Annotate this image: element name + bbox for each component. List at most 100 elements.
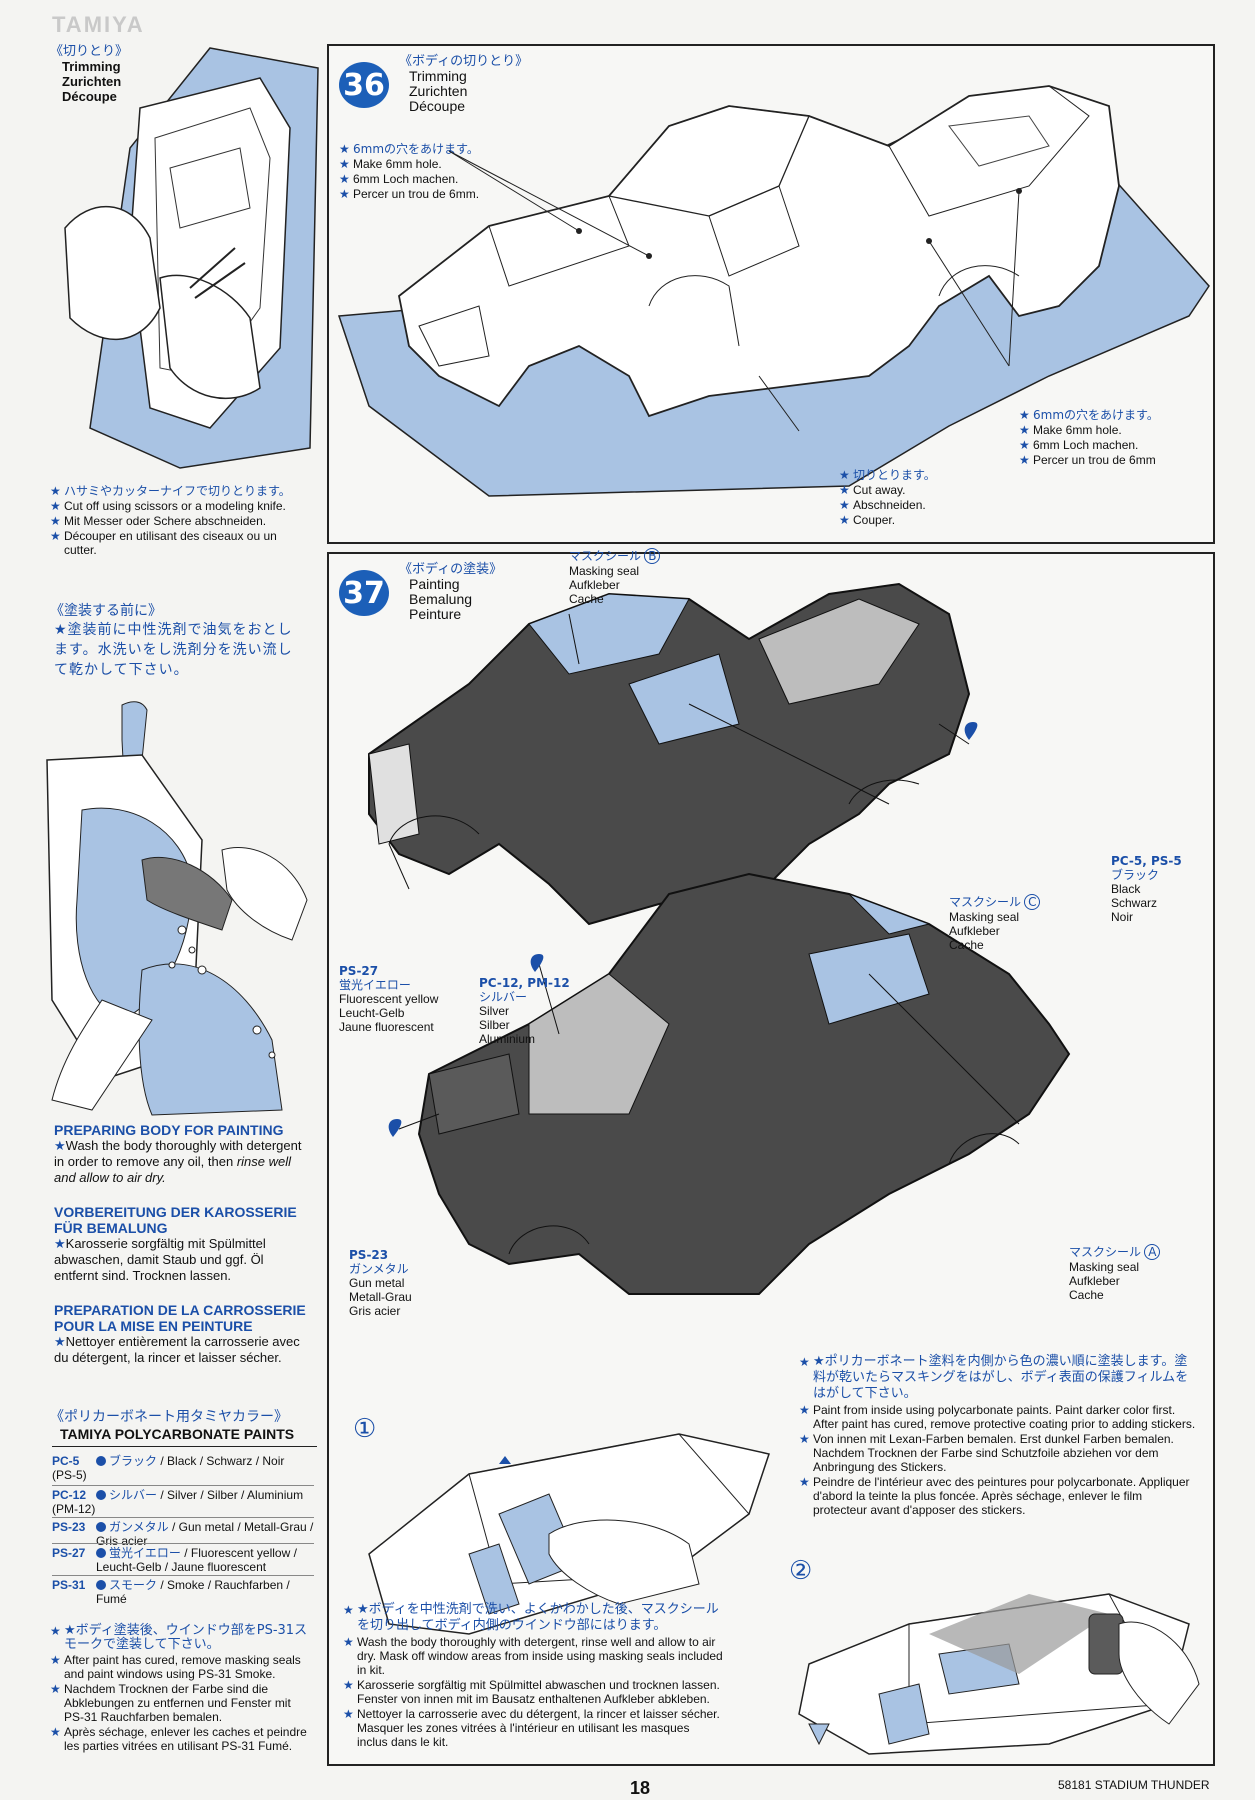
hole1-en: Make 6mm hole. — [339, 157, 569, 171]
mask-a-fr: Cache — [1069, 1288, 1104, 1302]
cut-de: Abschneiden. — [839, 498, 979, 512]
paint-code: PC-12 — [52, 1488, 87, 1502]
trim-note-en: Cut off using scissors or a modeling kni… — [50, 499, 310, 513]
mask-b-letter: B — [644, 548, 661, 564]
mask-c-en: Masking seal — [949, 910, 1020, 924]
paint-row-divider — [52, 1517, 314, 1518]
ps27-jp: 蛍光イエロー — [339, 978, 411, 992]
mask-c-fr: Cache — [949, 938, 984, 952]
window-notes: ★ボディ塗装後、ウインドウ部をPS-31スモークで塗装して下さい。 After … — [50, 1624, 312, 1754]
cut-jp: 切りとります。 — [839, 468, 979, 482]
pc12-jp: シルバー — [479, 990, 528, 1004]
paint-row: PS-31 スモーク / Smoke / Rauchfarben / Fumé — [52, 1578, 314, 1606]
wash-note-jp: ★ボディを中性洗剤で洗い、よくかわかした後、マスクシールを切り出してボディ内側の… — [343, 1602, 723, 1634]
prep-en-italic: rinse well and allow to air dry. — [54, 1154, 292, 1185]
ps23-code: PS-23 — [349, 1248, 389, 1262]
step37-panel: 37 《ボディの塗装》 Painting Bemalung Peinture — [327, 548, 1215, 1766]
paints-en-title: TAMIYA POLYCARBONATE PAINTS — [60, 1426, 295, 1442]
paint-code: PS-31 — [52, 1578, 86, 1592]
paint-name: / Fluorescent yellow / Leucht-Gelb / Jau… — [96, 1546, 297, 1574]
window-note-jp: ★ボディ塗装後、ウインドウ部をPS-31スモークで塗装して下さい。 — [50, 1624, 312, 1652]
mask-b-de: Aufkleber — [569, 578, 620, 592]
step36-jp: 《ボディの切りとり》 — [399, 54, 529, 69]
before-paint-text: ★塗装前に中性洗剤で油気をおとします。水洗いをし洗剤分を洗い流して乾かして下さい… — [54, 622, 293, 678]
step37-fr: Peinture — [409, 606, 462, 622]
wash-note-en: Wash the body thoroughly with detergent,… — [343, 1635, 723, 1677]
hole1-de: 6mm Loch machen. — [339, 172, 569, 186]
paint-dot-icon — [96, 1490, 106, 1500]
mask-c-label: マスクシール C Masking seal Aufkleber Cache — [949, 894, 1041, 952]
prep-de-text: Karosserie sorgfältig mit Spülmittel abw… — [54, 1236, 266, 1283]
paints-jp-title: 《ポリカーボネート用タミヤカラー》 — [50, 1409, 288, 1425]
ps23-label: PS-23 ガンメタル Gun metal Metall-Grau Gris a… — [349, 1248, 412, 1318]
paint-name-jp: スモーク — [109, 1578, 158, 1592]
cut-fr: Couper. — [839, 513, 979, 527]
ps27-fr: Jaune fluorescent — [339, 1020, 434, 1034]
paint-dot-icon — [96, 1456, 106, 1466]
trimming-de: Zurichten — [62, 74, 122, 89]
ps27-en: Fluorescent yellow — [339, 992, 439, 1006]
mask-b-jp: マスクシール — [569, 549, 642, 563]
paint-name-jp: ブラック — [109, 1454, 158, 1468]
step36-en: Trimming — [409, 68, 467, 84]
prep-de-title: VORBEREITUNG DER KAROSSERIE FÜR BEMALUNG — [54, 1204, 297, 1236]
paint-name: / Black / Schwarz / Noir — [157, 1454, 285, 1468]
prep-fr: PREPARATION DE LA CARROSSERIE POUR LA MI… — [54, 1302, 310, 1366]
trim-notes: ハサミやカッターナイフで切りとります。 Cut off using scisso… — [50, 484, 310, 558]
prep-en-text: Wash the body thoroughly with detergent … — [54, 1138, 302, 1169]
pc5-label: PC-5, PS-5 ブラック Black Schwarz Noir — [1111, 854, 1182, 924]
paint-name-jp: 蛍光イエロー — [109, 1546, 181, 1560]
step36-fr: Découpe — [409, 98, 466, 114]
step36-de: Zurichten — [409, 83, 468, 99]
mask-c-de: Aufkleber — [949, 924, 1000, 938]
wash-note-de: Karosserie sorgfältig mit Spülmittel abw… — [343, 1678, 723, 1706]
ps23-fr: Gris acier — [349, 1304, 401, 1318]
paint-code: PS-23 — [52, 1520, 86, 1534]
paint-name-jp: シルバー — [109, 1488, 158, 1502]
paint-dot-icon — [96, 1548, 106, 1558]
mask-a-jp: マスクシール — [1069, 1245, 1142, 1259]
paint-dot-icon — [96, 1522, 106, 1532]
paint-row-divider — [52, 1485, 314, 1486]
paints-divider — [52, 1446, 317, 1447]
pc12-de: Silber — [479, 1018, 510, 1032]
wash-notes: ★ボディを中性洗剤で洗い、よくかわかした後、マスクシールを切り出してボディ内側の… — [343, 1602, 723, 1750]
step37-jp: 《ボディの塗装》 — [399, 562, 503, 577]
hole2-jp: 6mmの穴をあけます。 — [1019, 408, 1209, 422]
pc5-de: Schwarz — [1111, 896, 1158, 910]
pc5-jp: ブラック — [1111, 868, 1160, 882]
inside-note-de: Von innen mit Lexan-Farben bemalen. Erst… — [799, 1432, 1199, 1474]
inside-paint-notes: ★ポリカーボネート塗料を内側から色の濃い順に塗装します。塗料が乾いたらマスキング… — [799, 1354, 1199, 1518]
ps23-jp: ガンメタル — [349, 1262, 409, 1276]
mask-b-fr: Cache — [569, 592, 604, 606]
trimming-en: Trimming — [62, 59, 121, 74]
paint-code-alt: (PM-12) — [52, 1502, 96, 1516]
ps23-en: Gun metal — [349, 1276, 405, 1290]
washing-illustration — [46, 701, 308, 1116]
step36-cut: 切りとります。 Cut away. Abschneiden. Couper. — [839, 468, 979, 528]
substep1-illustration — [368, 1433, 770, 1635]
paint-name: / Gun metal / Metall-Grau / Gris acier — [96, 1520, 314, 1548]
mask-a-en: Masking seal — [1069, 1260, 1140, 1274]
prep-de: VORBEREITUNG DER KAROSSERIE FÜR BEMALUNG… — [54, 1204, 310, 1284]
step37-top-body — [368, 582, 1071, 1295]
step37-title: 《ボディの塗装》 Painting Bemalung Peinture — [399, 562, 502, 622]
step36-body-illustration — [337, 85, 1210, 497]
pc5-en: Black — [1111, 882, 1141, 896]
paint-row: PC-12(PM-12)シルバー / Silver / Silber / Alu… — [52, 1488, 314, 1516]
inside-note-fr: Peindre de l'intérieur avec des peinture… — [799, 1475, 1199, 1517]
trimming-heading: 《切りとり》 Trimming Zurichten Découpe — [50, 44, 128, 104]
step37-en: Painting — [409, 576, 460, 592]
paint-code: PC-5 — [52, 1454, 80, 1468]
pc12-code: PC-12, PM-12 — [479, 976, 570, 990]
window-note-de: Nachdem Trocknen der Farbe sind die Abkl… — [50, 1682, 312, 1724]
inside-note-en: Paint from inside using polycarbonate pa… — [799, 1403, 1199, 1431]
paint-name: / Smoke / Rauchfarben / Fumé — [96, 1578, 290, 1606]
pc12-label: PC-12, PM-12 シルバー Silver Silber Aluminiu… — [479, 976, 570, 1046]
product-name: 58181 STADIUM THUNDER — [1058, 1778, 1210, 1792]
trimming-illustration — [64, 47, 319, 469]
pc5-code: PC-5, PS-5 — [1111, 854, 1182, 868]
step36-hole2: 6mmの穴をあけます。 Make 6mm hole. 6mm Loch mach… — [1019, 408, 1209, 468]
